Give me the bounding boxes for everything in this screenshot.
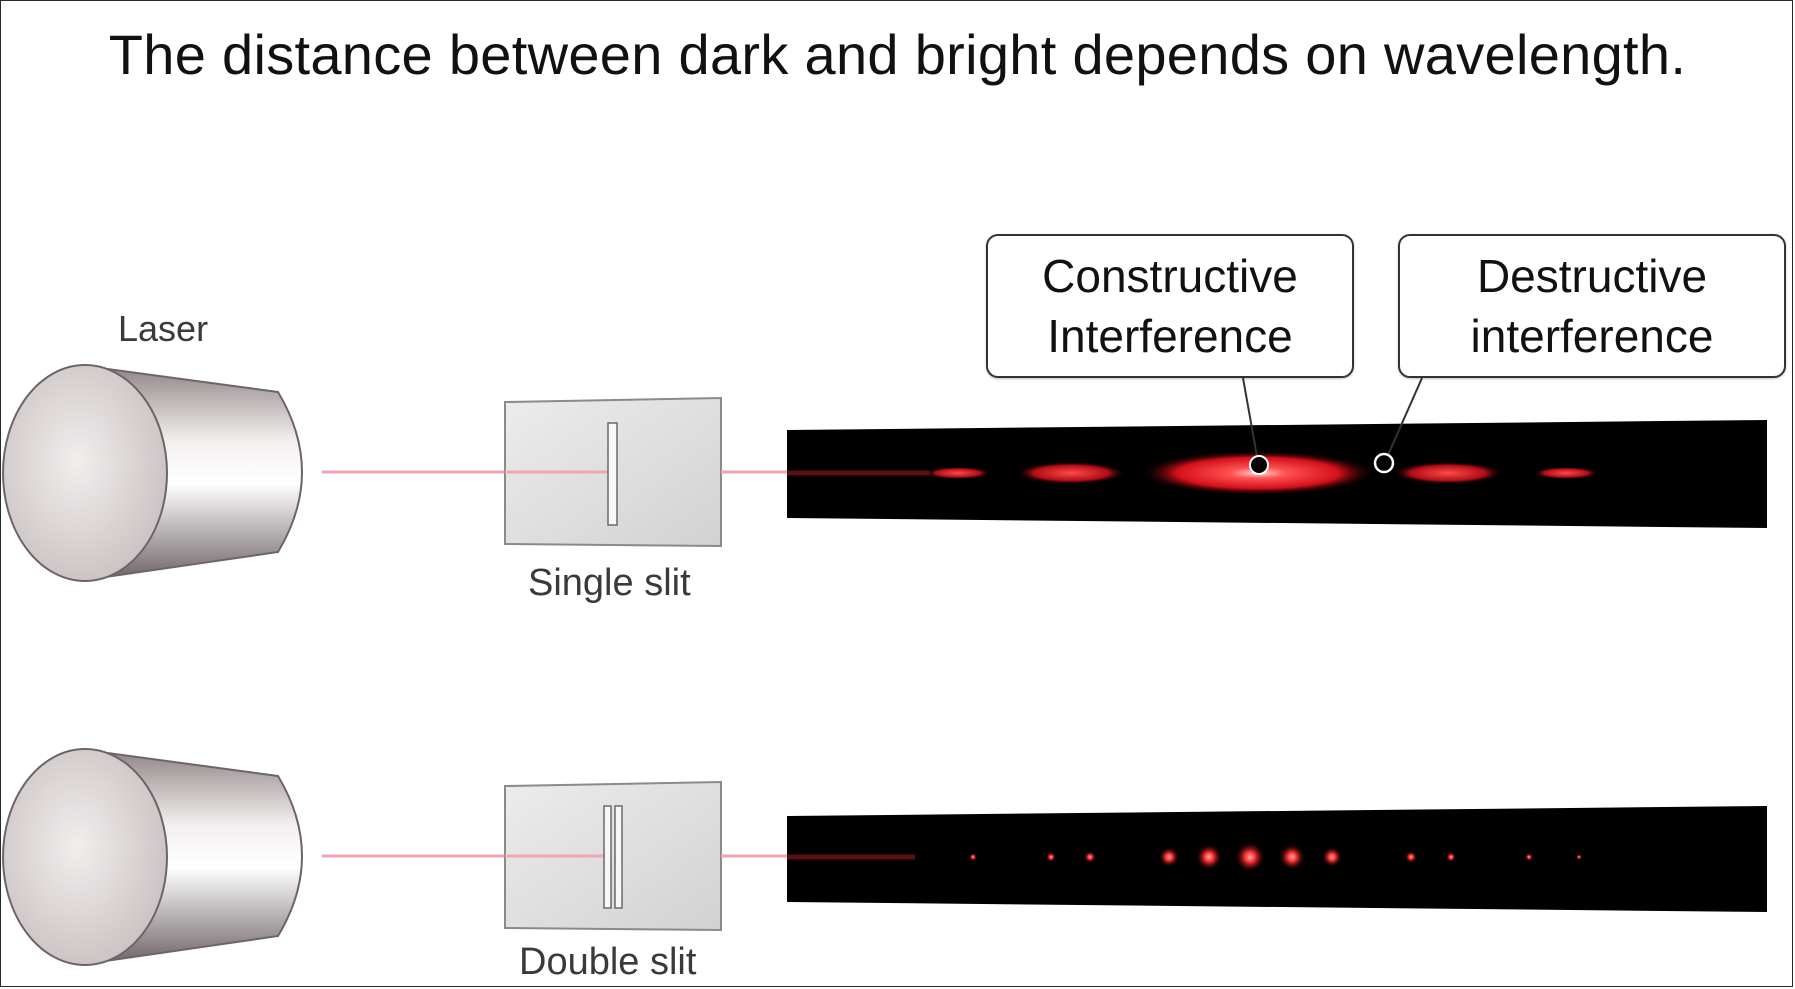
constructive-dot — [1249, 455, 1269, 475]
constructive-interference-callout: Constructive Interference — [986, 234, 1354, 378]
double-slit-label: Double slit — [519, 941, 697, 983]
screen-bottom — [787, 806, 1767, 912]
double-slit-plate — [504, 780, 722, 932]
double-slit-opening-1 — [603, 805, 612, 909]
laser-top-face — [2, 364, 168, 582]
destructive-pointer — [1387, 377, 1423, 456]
fringe-single-1 — [926, 467, 990, 479]
laser-bottom-face — [2, 748, 168, 966]
laser-top — [2, 364, 303, 582]
single-slit-plate — [504, 396, 722, 548]
fringe-double-2 — [1046, 852, 1056, 862]
fringe-single-2 — [1017, 462, 1125, 484]
single-slit-label: Single slit — [528, 562, 691, 604]
slide-title: The distance between dark and bright dep… — [108, 23, 1687, 86]
fringe-double-4 — [1159, 847, 1179, 867]
constructive-line1: Constructive — [1042, 250, 1298, 302]
destructive-dot — [1373, 452, 1395, 474]
laser-bottom — [2, 748, 303, 966]
constructive-pointer — [1242, 377, 1259, 463]
fringe-double-8 — [1322, 847, 1342, 867]
fringe-double-12 — [1576, 854, 1582, 860]
fringe-double-10 — [1446, 852, 1456, 862]
fringe-double-1 — [969, 853, 977, 861]
destructive-interference-callout: Destructive interference — [1398, 234, 1786, 378]
fringe-double-central — [1235, 842, 1265, 872]
double-slit-opening-2 — [614, 805, 623, 909]
fringe-single-5 — [1534, 467, 1598, 479]
fringe-double-9 — [1405, 851, 1417, 863]
fringe-double-3 — [1084, 851, 1096, 863]
destructive-line2: interference — [1470, 310, 1714, 362]
fringe-double-7 — [1279, 844, 1305, 870]
screen-top — [787, 420, 1767, 528]
destructive-line1: Destructive — [1476, 250, 1708, 302]
fringe-double-11 — [1525, 853, 1533, 861]
single-slit-opening — [607, 422, 618, 526]
laser-label: Laser — [118, 308, 209, 349]
constructive-line2: Interference — [1047, 310, 1293, 362]
fringe-double-5 — [1196, 844, 1222, 870]
fringe-single-4 — [1394, 462, 1502, 484]
